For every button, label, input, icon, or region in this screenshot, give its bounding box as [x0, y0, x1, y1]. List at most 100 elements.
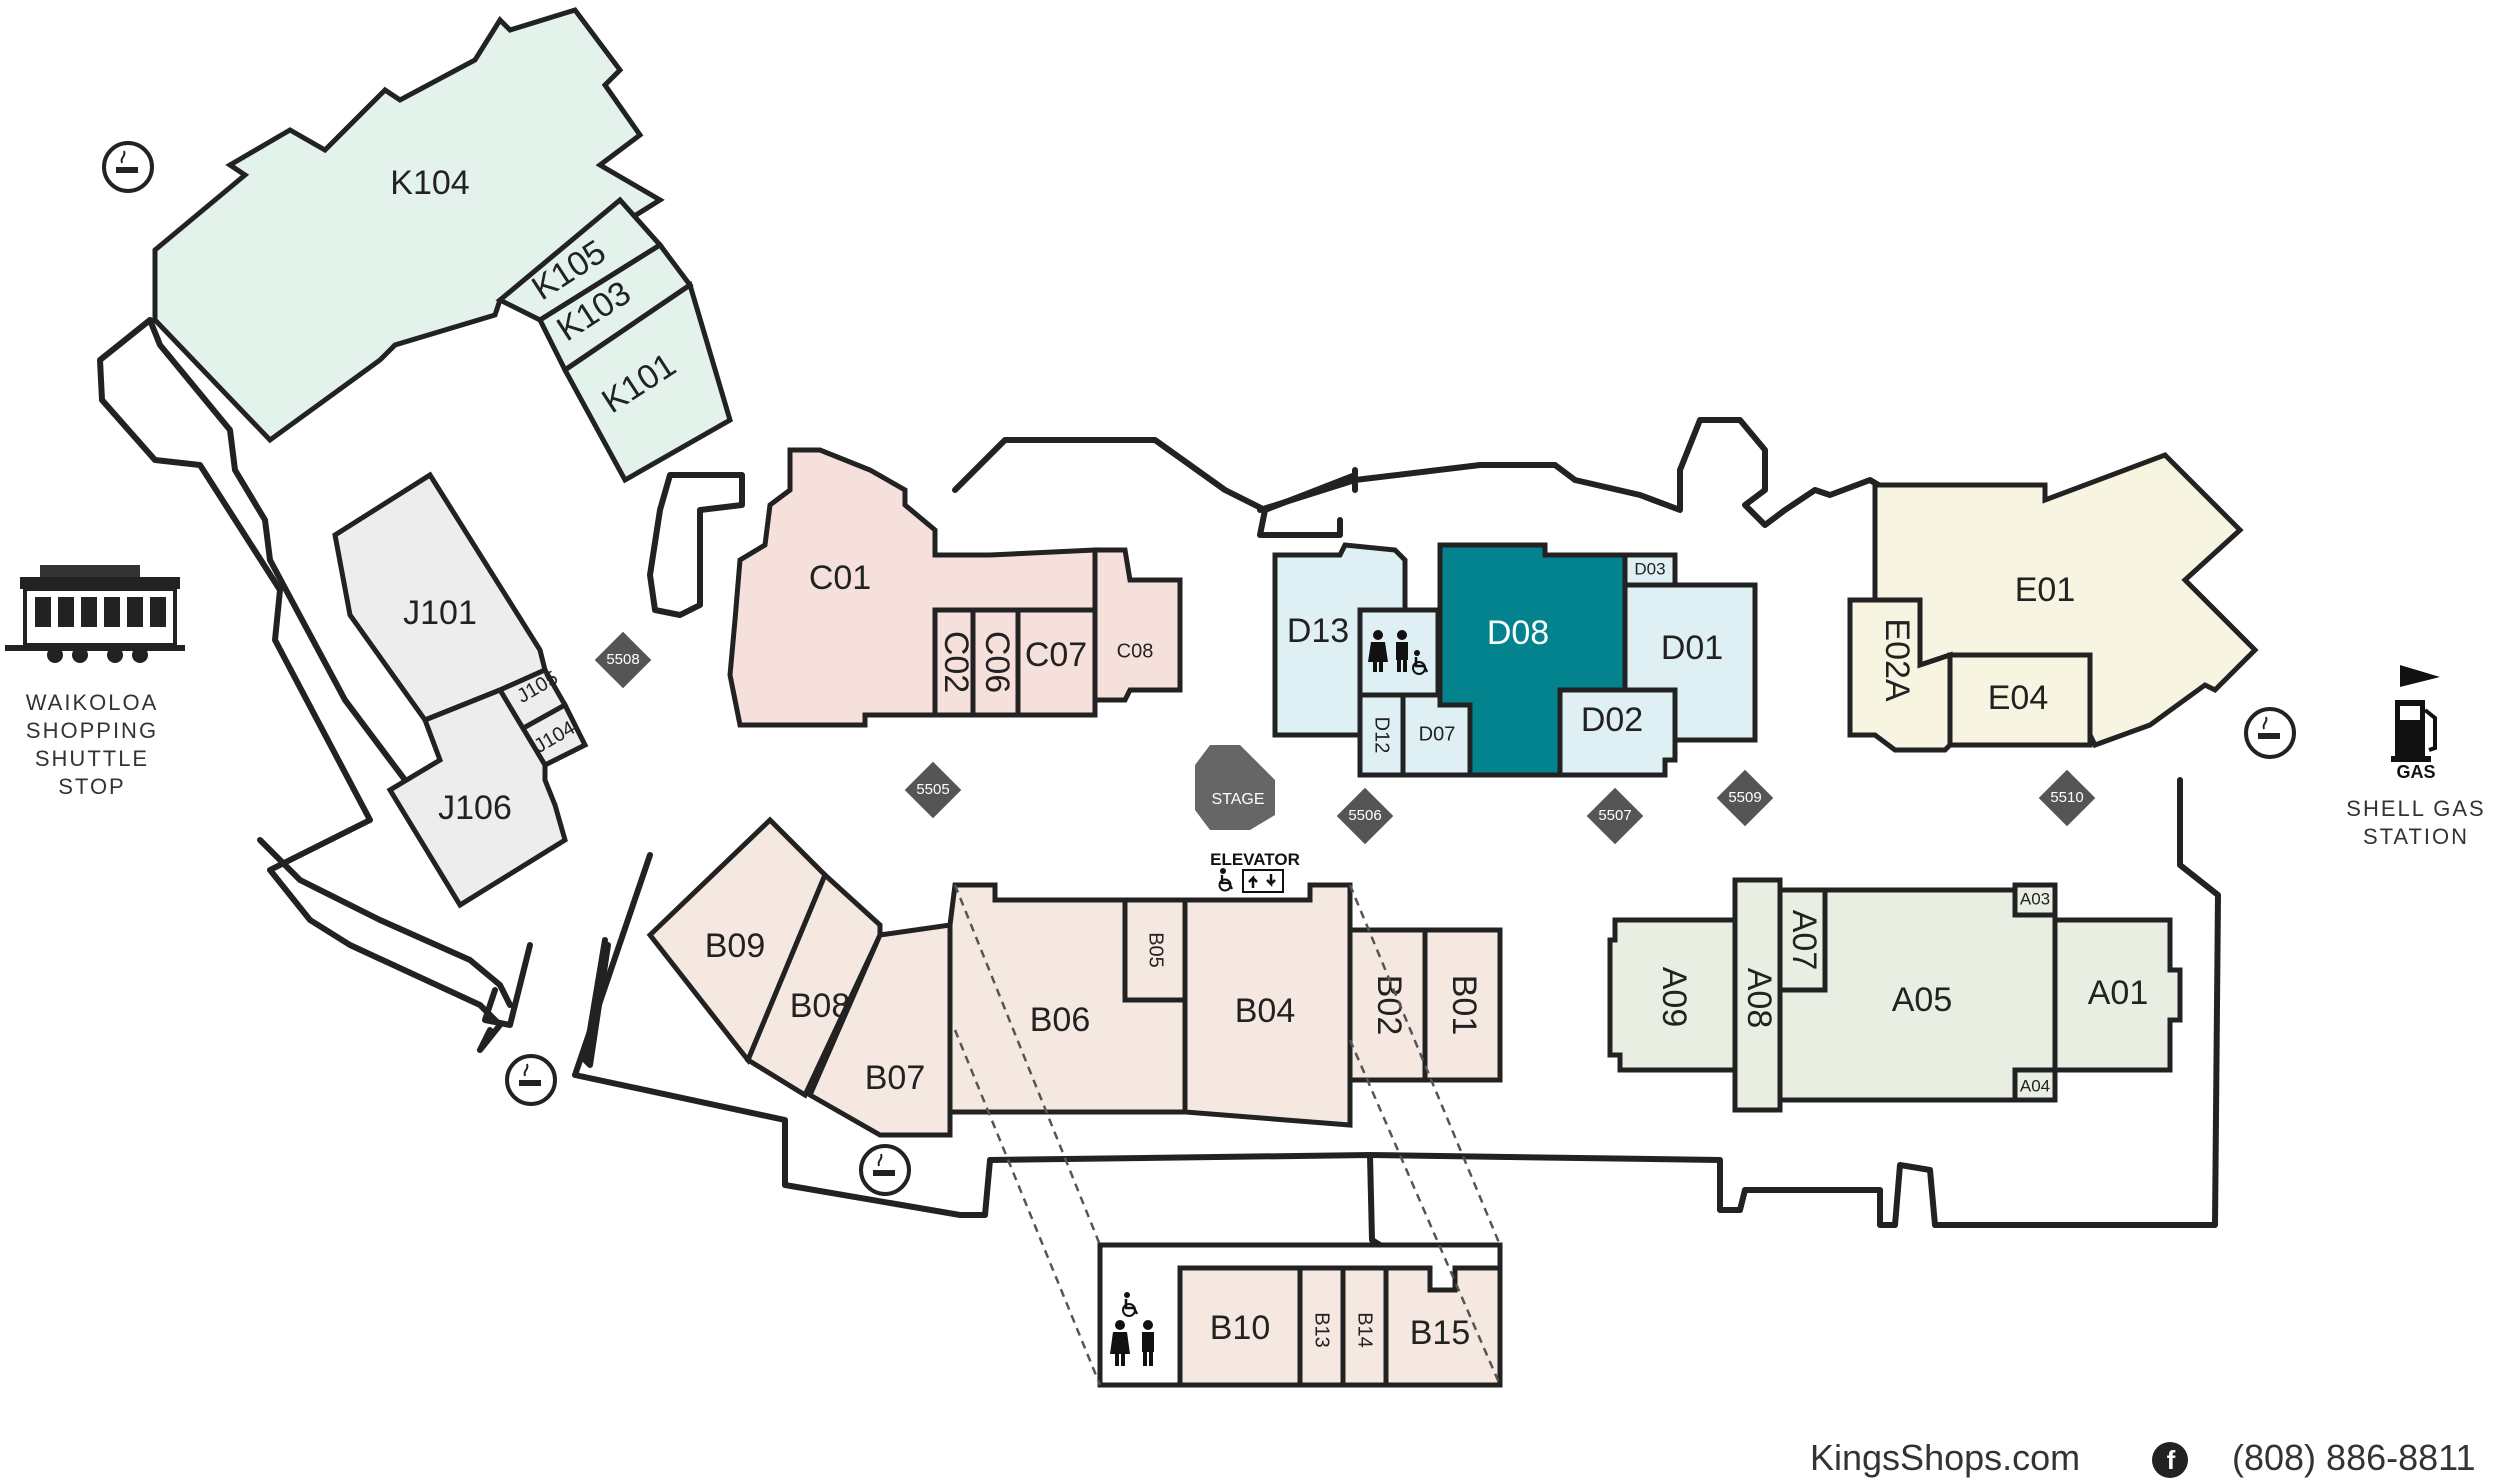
elevator-label: ELEVATOR: [1210, 850, 1300, 869]
label-B02: B02: [1370, 975, 1408, 1036]
d-wing: D13 D12 D07 D08 D03 D01 D02: [1272, 542, 1758, 778]
unit-B15[interactable]: [1383, 1265, 1503, 1388]
label-B10: B10: [1210, 1309, 1271, 1347]
label-A07: A07: [1785, 910, 1823, 971]
b-wing: B09 B08 B07 B06 B05 B04 B02 B01 B10 B13 …: [646, 816, 1503, 1388]
label-E02A: E02A: [1878, 618, 1916, 701]
smoking-area-icon: [859, 1144, 911, 1196]
smoking-area-icon: [2244, 707, 2296, 759]
shuttle-stop[interactable]: WAIKOLOA SHOPPING SHUTTLE STOP: [5, 565, 185, 799]
k-wing: K104 K105 K103 K101: [152, 7, 733, 484]
label-D07: D07: [1419, 723, 1456, 745]
shuttle-line1: WAIKOLOA: [26, 690, 159, 715]
label-K104: K104: [390, 164, 469, 202]
label-A04: A04: [2020, 1076, 2050, 1095]
projection-line: [953, 884, 1102, 1246]
label-B13: B13: [1311, 1312, 1333, 1348]
unit-A04[interactable]: [2012, 1067, 2058, 1103]
kiosk-5509[interactable]: 5509: [1716, 769, 1774, 827]
projection-line: [1348, 1039, 1502, 1386]
projection-line: [1348, 884, 1502, 1246]
svg-text:5505: 5505: [916, 781, 949, 798]
unit-B04[interactable]: [1182, 882, 1353, 1128]
elevator-icon: [1242, 869, 1284, 893]
label-C02: C02: [937, 631, 975, 693]
gas-pump-icon: [2391, 700, 2437, 762]
unit-D03[interactable]: [1622, 552, 1678, 588]
unit-K104[interactable]: [152, 7, 665, 444]
svg-text:5506: 5506: [1348, 807, 1381, 824]
kiosk-5506[interactable]: 5506: [1336, 787, 1394, 845]
shuttle-line2: SHOPPING: [26, 718, 158, 743]
label-B07: B07: [865, 1059, 926, 1097]
kiosk-5505[interactable]: 5505: [904, 761, 962, 819]
restroom-icon: [1110, 1320, 1154, 1366]
phone-number: (808) 886-8811: [2232, 1437, 2476, 1478]
label-A05: A05: [1892, 981, 1953, 1019]
walkway-outlines: [97, 317, 2221, 1248]
unit-B07[interactable]: [806, 922, 953, 1138]
kiosk-5508[interactable]: 5508: [594, 631, 652, 689]
label-A01: A01: [2088, 974, 2149, 1012]
smoking-area-icon: [102, 141, 154, 193]
elevator[interactable]: ELEVATOR: [1210, 850, 1300, 893]
unit-B13[interactable]: [1297, 1265, 1346, 1388]
svg-text:5508: 5508: [606, 651, 639, 668]
kiosk-5507[interactable]: 5507: [1586, 787, 1644, 845]
unit-C06[interactable]: [970, 607, 1021, 718]
label-B04: B04: [1235, 992, 1296, 1030]
label-D02: D02: [1581, 701, 1643, 739]
unit-E04[interactable]: [1947, 652, 2093, 748]
kiosk-5510[interactable]: 5510: [2038, 769, 2096, 827]
unit-K101[interactable]: [561, 281, 733, 484]
unit-A08[interactable]: [1732, 877, 1783, 1113]
label-B01: B01: [1445, 975, 1483, 1036]
label-D12: D12: [1371, 717, 1393, 754]
restroom-icon: [1368, 630, 1408, 672]
unit-A01[interactable]: [2052, 917, 2183, 1073]
label-A03: A03: [2020, 889, 2050, 908]
facebook-icon[interactable]: f: [2152, 1442, 2188, 1478]
unit-C08[interactable]: [1092, 547, 1183, 703]
accessible-icon: [1122, 1292, 1139, 1317]
flag-icon: [2400, 665, 2440, 687]
j-wing: J101 J105 J104 J106: [332, 471, 589, 909]
svg-text:f: f: [2167, 1445, 2176, 1475]
shuttle-line4: STOP: [58, 774, 126, 799]
label-A08: A08: [1740, 968, 1778, 1029]
unit-B14[interactable]: [1340, 1265, 1389, 1388]
gas-line2: STATION: [2363, 824, 2469, 849]
c-wing: C01 C02 C06 C07 C08: [727, 447, 1183, 728]
label-B05: B05: [1145, 932, 1167, 968]
gas-icon-label: GAS: [2396, 762, 2435, 782]
stage[interactable]: STAGE: [1195, 745, 1275, 830]
unit-C02[interactable]: [932, 607, 976, 718]
label-D01: D01: [1661, 629, 1723, 667]
unit-B01[interactable]: [1422, 927, 1503, 1083]
label-C01: C01: [809, 559, 871, 597]
shuttle-line3: SHUTTLE: [35, 746, 149, 771]
svg-text:5510: 5510: [2050, 789, 2083, 806]
label-C08: C08: [1117, 640, 1154, 662]
label-A09: A09: [1655, 967, 1693, 1028]
unit-B10[interactable]: [1177, 1265, 1303, 1388]
svg-text:5509: 5509: [1728, 789, 1761, 806]
e-wing: E01 E02A E04: [1847, 452, 2259, 753]
unit-J106[interactable]: [386, 686, 568, 909]
accessible-icon: [1412, 650, 1429, 675]
website-link[interactable]: KingsShops.com: [1810, 1437, 2080, 1478]
label-B14: B14: [1354, 1312, 1376, 1348]
stage-shape: [1195, 745, 1275, 830]
label-B08: B08: [790, 987, 851, 1025]
unit-A03[interactable]: [2012, 882, 2058, 918]
smoking-area-icon: [505, 1054, 557, 1106]
label-E01: E01: [2015, 571, 2076, 609]
a-wing: A09 A08 A07 A05 A03 A04 A01: [1607, 877, 2183, 1113]
label-C06: C06: [978, 631, 1016, 693]
accessible-icon: [1218, 868, 1234, 892]
unit-B05[interactable]: [1122, 897, 1188, 1003]
footer: KingsShops.com f (808) 886-8811: [1810, 1437, 2476, 1478]
unit-D02[interactable]: [1557, 687, 1678, 778]
gas-station[interactable]: GAS SHELL GAS STATION: [2346, 665, 2485, 849]
